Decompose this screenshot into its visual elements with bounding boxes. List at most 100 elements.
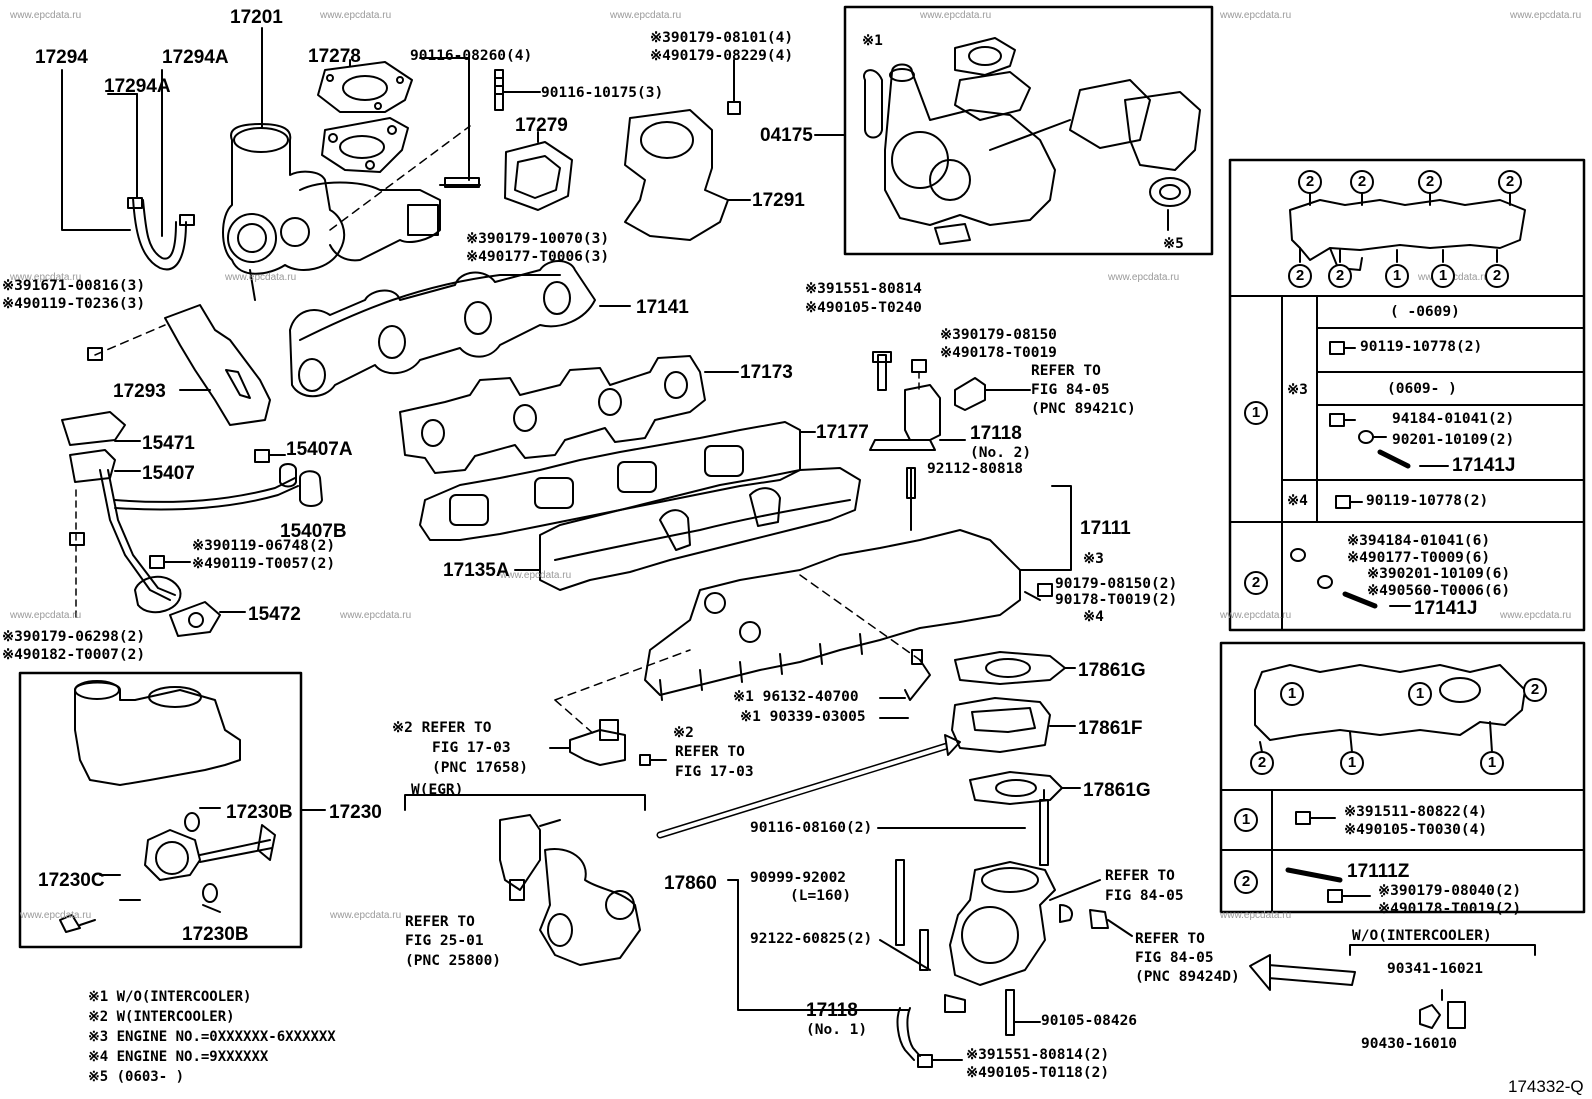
callout[interactable]: ※1 96132-40700 bbox=[733, 689, 859, 705]
part-17294a[interactable]: 17294A bbox=[104, 76, 171, 97]
part-17291[interactable]: 17291 bbox=[752, 190, 805, 211]
position-marker: 2 bbox=[1498, 170, 1522, 194]
part-17861f[interactable]: 17861F bbox=[1078, 718, 1143, 739]
position-marker: 2 bbox=[1250, 751, 1274, 775]
callout[interactable]: 90116-08160(2) bbox=[750, 820, 873, 836]
part-15407[interactable]: 15407 bbox=[142, 463, 195, 484]
part-17230b[interactable]: 17230B bbox=[182, 924, 249, 945]
table-part[interactable]: 17141J bbox=[1414, 598, 1478, 619]
part-17861g[interactable]: 17861G bbox=[1083, 780, 1151, 801]
refer-text[interactable]: REFER TO bbox=[1135, 931, 1205, 947]
part-17111[interactable]: 17111 bbox=[1080, 518, 1131, 539]
callout[interactable]: 90179-08150(2) bbox=[1055, 576, 1178, 592]
callout[interactable]: 90116-10175(3) bbox=[541, 85, 664, 101]
part-15471[interactable]: 15471 bbox=[142, 433, 195, 454]
note-mark: ※3 bbox=[1083, 551, 1104, 567]
part-17230b[interactable]: 17230B bbox=[226, 802, 293, 823]
callout[interactable]: ※390179-10070(3) bbox=[466, 231, 610, 247]
part-17279[interactable]: 17279 bbox=[515, 115, 568, 136]
refer-text[interactable]: FIG 17-03 bbox=[432, 740, 511, 756]
note-mark: ※5 bbox=[1163, 236, 1184, 252]
watermark: www.epcdata.ru bbox=[225, 272, 297, 283]
table-part[interactable]: 90119-10778(2) bbox=[1366, 493, 1489, 509]
part-17278[interactable]: 17278 bbox=[308, 46, 361, 67]
table-part[interactable]: 94184-01041(2) bbox=[1392, 411, 1515, 427]
refer-text[interactable]: (PNC 89421C) bbox=[1031, 401, 1136, 417]
callout[interactable]: ※390179-08101(4) bbox=[650, 30, 794, 46]
refer-text[interactable]: REFER TO bbox=[675, 744, 745, 760]
part-17177[interactable]: 17177 bbox=[816, 422, 869, 443]
table-part[interactable]: ※490178-T0019(2) bbox=[1378, 901, 1522, 917]
refer-text[interactable]: FIG 84-05 bbox=[1105, 888, 1184, 904]
refer-text[interactable]: FIG 25-01 bbox=[405, 933, 484, 949]
part-17861g[interactable]: 17861G bbox=[1078, 660, 1146, 681]
callout[interactable]: 92112-80818 bbox=[927, 461, 1024, 477]
refer-text[interactable]: FIG 17-03 bbox=[675, 764, 754, 780]
callout[interactable]: ※490105-T0118(2) bbox=[966, 1065, 1110, 1081]
part-17294[interactable]: 17294 bbox=[35, 47, 88, 68]
callout[interactable]: ※391671-00816(3) bbox=[2, 278, 146, 294]
callout[interactable]: 90999-92002 bbox=[750, 870, 847, 886]
part-17173[interactable]: 17173 bbox=[740, 362, 793, 383]
table-part[interactable]: ※490177-T0009(6) bbox=[1347, 550, 1491, 566]
table-part[interactable]: 90119-10778(2) bbox=[1360, 339, 1483, 355]
refer-text[interactable]: ※2 REFER TO bbox=[392, 720, 492, 736]
part-17230c[interactable]: 17230C bbox=[38, 870, 105, 891]
callout[interactable]: ※490182-T0007(2) bbox=[2, 647, 146, 663]
position-marker: 2 bbox=[1350, 170, 1374, 194]
callout[interactable]: 90341-16021 bbox=[1387, 961, 1484, 977]
part-17293[interactable]: 17293 bbox=[113, 381, 166, 402]
refer-text[interactable]: FIG 84-05 bbox=[1135, 950, 1214, 966]
part-17118-no1[interactable]: 17118 bbox=[806, 1000, 858, 1021]
part-17141[interactable]: 17141 bbox=[636, 297, 689, 318]
table-part[interactable]: ※490105-T0030(4) bbox=[1344, 822, 1488, 838]
table-part[interactable]: 90201-10109(2) bbox=[1392, 432, 1515, 448]
refer-text[interactable]: REFER TO bbox=[1031, 363, 1101, 379]
part-17135a[interactable]: 17135A bbox=[443, 560, 510, 581]
callout[interactable]: 92122-60825(2) bbox=[750, 931, 873, 947]
position-marker: 2 bbox=[1288, 264, 1312, 288]
part-17230[interactable]: 17230 bbox=[329, 802, 382, 823]
table-part[interactable]: 17141J bbox=[1452, 455, 1516, 476]
part-17118-no2[interactable]: 17118 bbox=[970, 423, 1022, 444]
callout[interactable]: ※391551-80814(2) bbox=[966, 1047, 1110, 1063]
callout[interactable]: 90178-T0019(2) bbox=[1055, 592, 1178, 608]
refer-text[interactable]: (PNC 25800) bbox=[405, 953, 502, 969]
part-04175[interactable]: 04175 bbox=[760, 125, 813, 146]
callout[interactable]: ※390179-06298(2) bbox=[2, 629, 146, 645]
refer-text[interactable]: REFER TO bbox=[405, 914, 475, 930]
callout[interactable]: ※490105-T0240 bbox=[805, 300, 922, 316]
part-15472[interactable]: 15472 bbox=[248, 604, 301, 625]
refer-text[interactable]: (PNC 89424D) bbox=[1135, 969, 1240, 985]
callout[interactable]: ※490179-08229(4) bbox=[650, 48, 794, 64]
callout[interactable]: 90105-08426 bbox=[1041, 1013, 1138, 1029]
part-17294a[interactable]: 17294A bbox=[162, 47, 229, 68]
callout[interactable]: ※490178-T0019 bbox=[940, 345, 1057, 361]
callout[interactable]: ※391551-80814 bbox=[805, 281, 922, 297]
callout[interactable]: 90430-16010 bbox=[1361, 1036, 1458, 1052]
part-15407b[interactable]: 15407B bbox=[280, 521, 347, 542]
callout[interactable]: 90116-08260(4) bbox=[410, 48, 533, 64]
table-part[interactable]: ※390179-08040(2) bbox=[1378, 883, 1522, 899]
callout[interactable]: ※390119-06748(2) bbox=[192, 538, 336, 554]
refer-text[interactable]: REFER TO bbox=[1105, 868, 1175, 884]
part-17860[interactable]: 17860 bbox=[664, 873, 717, 894]
table-part[interactable]: ※490560-T0006(6) bbox=[1367, 583, 1511, 599]
callout[interactable]: ※490119-T0057(2) bbox=[192, 556, 336, 572]
refer-text[interactable]: FIG 84-05 bbox=[1031, 382, 1110, 398]
callout[interactable]: ※1 90339-03005 bbox=[740, 709, 866, 725]
position-marker: 1 bbox=[1408, 682, 1432, 706]
table-part[interactable]: ※391511-80822(4) bbox=[1344, 804, 1488, 820]
table-part[interactable]: ※394184-01041(6) bbox=[1347, 533, 1491, 549]
callout[interactable]: ※490177-T0006(3) bbox=[466, 249, 610, 265]
table-part[interactable]: 17111Z bbox=[1347, 861, 1410, 882]
footnote: ※5 (0603- ) bbox=[88, 1069, 185, 1085]
part-17201[interactable]: 17201 bbox=[230, 7, 283, 28]
refer-text[interactable]: (PNC 17658) bbox=[432, 760, 529, 776]
table-part[interactable]: ※390201-10109(6) bbox=[1367, 566, 1511, 582]
callout[interactable]: ※390179-08150 bbox=[940, 327, 1057, 343]
part-15407a[interactable]: 15407A bbox=[286, 439, 353, 460]
callout: (L=160) bbox=[790, 888, 852, 904]
watermark: www.epcdata.ru bbox=[500, 570, 572, 581]
callout[interactable]: ※490119-T0236(3) bbox=[2, 296, 146, 312]
